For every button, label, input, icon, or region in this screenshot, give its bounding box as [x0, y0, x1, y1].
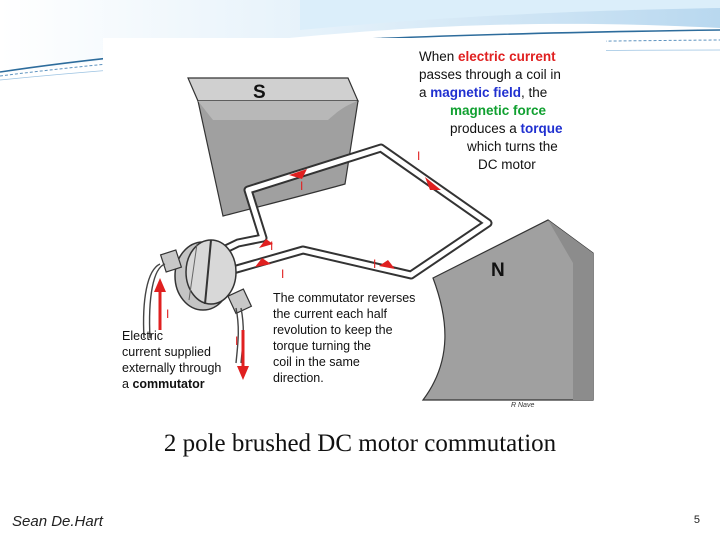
slide-caption: 2 pole brushed DC motor commutation: [163, 430, 557, 457]
external-current-arrows: [154, 278, 249, 380]
author-footer: Sean De.Hart: [12, 513, 103, 530]
current-label-4: I: [281, 267, 284, 281]
svg-text:produces a torque: produces a torque: [450, 121, 563, 136]
external-explanation: Electric current supplied externally thr…: [122, 329, 221, 391]
credit: R Nave: [511, 402, 534, 409]
svg-text:externally through: externally through: [122, 361, 221, 375]
brushes: [159, 249, 253, 315]
svg-text:DC motor: DC motor: [478, 157, 536, 172]
motor-diagram: S N I I I I I: [103, 38, 606, 416]
current-label-1: I: [300, 179, 303, 193]
svg-text:coil in the same: coil in the same: [273, 355, 360, 369]
current-label-5: I: [373, 257, 376, 271]
svg-text:revolution to keep the: revolution to keep the: [273, 323, 393, 337]
svg-text:the current each half: the current each half: [273, 307, 387, 321]
pole-s-label: S: [253, 82, 266, 103]
svg-text:torque turning the: torque turning the: [273, 339, 371, 353]
svg-text:Electric: Electric: [122, 329, 163, 343]
pole-n-label: N: [491, 260, 505, 281]
commutator-explanation: The commutator reverses the current each…: [273, 291, 415, 385]
svg-text:magnetic force: magnetic force: [450, 103, 547, 118]
current-label-3: I: [270, 239, 273, 253]
svg-text:When electric current: When electric current: [419, 49, 556, 64]
svg-text:The commutator reverses: The commutator reverses: [273, 291, 415, 305]
top-explanation: When electric current passes through a c…: [419, 49, 563, 172]
svg-text:current supplied: current supplied: [122, 345, 211, 359]
coil-current-arrows: [255, 169, 441, 269]
svg-text:direction.: direction.: [273, 371, 324, 385]
current-label-2: I: [417, 149, 420, 163]
current-label-7: I: [235, 334, 238, 348]
svg-text:a commutator: a commutator: [122, 377, 205, 391]
magnet-n: N: [421, 219, 594, 401]
svg-text:a magnetic field, the: a magnetic field, the: [419, 85, 547, 100]
coil: [201, 143, 493, 280]
commutator: [174, 239, 237, 311]
slide-number: 5: [693, 514, 700, 526]
svg-text:passes through a coil in: passes through a coil in: [419, 67, 561, 82]
current-label-6: I: [166, 307, 169, 321]
svg-text:which turns the: which turns the: [466, 139, 558, 154]
magnet-s: S: [187, 77, 359, 217]
